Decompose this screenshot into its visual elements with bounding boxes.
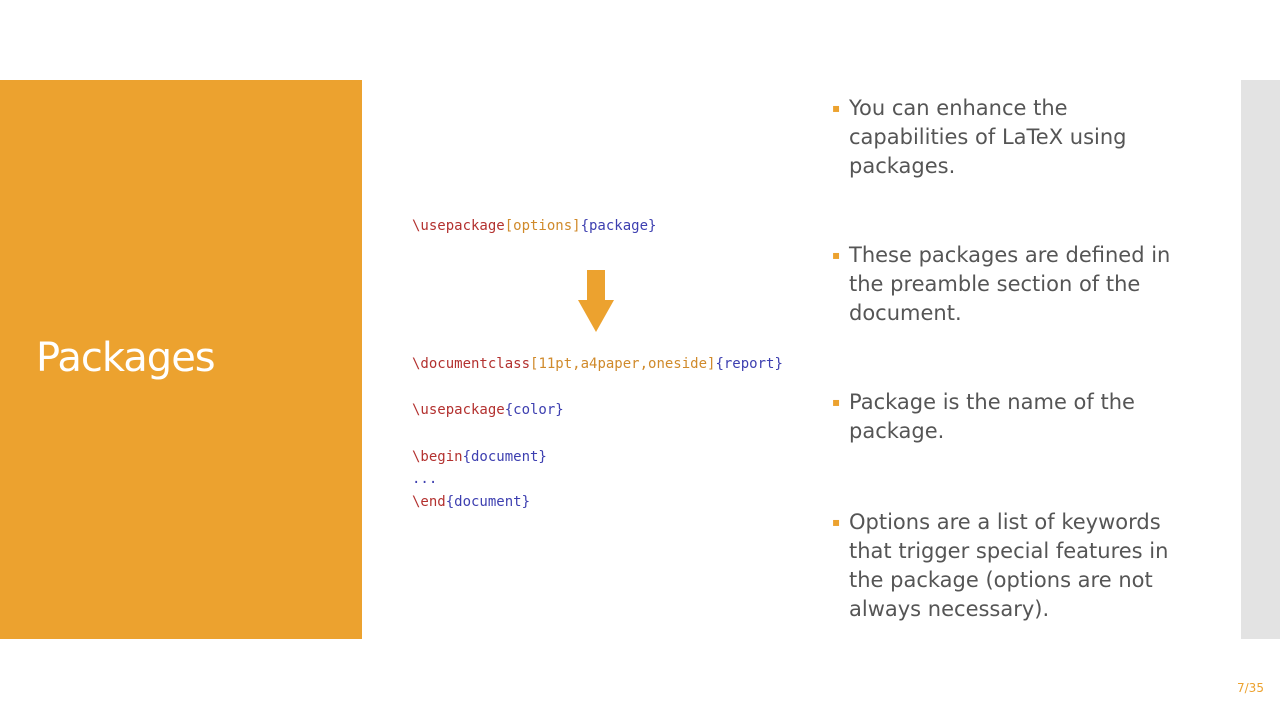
code-end-line: \end{document} [412, 493, 530, 511]
bullet-text: Package is the name of the package. [849, 390, 1135, 443]
code-ellipsis-line: ... [412, 471, 438, 487]
code-usepackage-color-line: \usepackage{color} [412, 401, 564, 419]
arrow-down-icon [578, 270, 614, 332]
code-option: [11pt,a4paper,oneside] [530, 356, 716, 372]
bullet-marker-icon: ▪ [832, 395, 841, 409]
bullet-text: Options are a list of keywords that trig… [849, 510, 1169, 621]
code-argument: {package} [580, 218, 657, 234]
code-argument: {report} [715, 356, 783, 372]
code-command: \end [412, 494, 446, 510]
bullet-marker-icon: ▪ [832, 101, 841, 115]
bullet-text: These packages are defined in the preamb… [849, 243, 1171, 325]
title-panel [0, 80, 362, 639]
page-number: 7/35 [1237, 681, 1264, 695]
code-usage-line: \usepackage[options]{package} [412, 217, 656, 235]
code-command: \usepackage [412, 402, 505, 418]
bullet-item: ▪ Package is the name of the package. [832, 388, 1182, 446]
bullet-item: ▪ These packages are defined in the prea… [832, 241, 1182, 328]
code-argument: {document} [462, 449, 547, 465]
right-side-strip [1241, 80, 1280, 639]
code-documentclass-line: \documentclass[11pt,a4paper,oneside]{rep… [412, 355, 783, 373]
bullet-item: ▪ Options are a list of keywords that tr… [832, 508, 1182, 624]
code-command: \documentclass [412, 356, 531, 372]
code-begin-line: \begin{document} [412, 448, 547, 466]
slide-title: Packages [36, 335, 216, 381]
bullet-item: ▪ You can enhance the capabilities of La… [832, 94, 1182, 181]
bullet-marker-icon: ▪ [832, 248, 841, 262]
bullet-text: You can enhance the capabilities of LaTe… [849, 96, 1127, 178]
code-argument: {document} [445, 494, 531, 510]
code-argument: {color} [504, 402, 564, 418]
code-command: \usepackage [412, 218, 505, 234]
code-command: \begin [412, 449, 463, 465]
bullet-marker-icon: ▪ [832, 515, 841, 529]
code-option: [options] [504, 218, 581, 234]
